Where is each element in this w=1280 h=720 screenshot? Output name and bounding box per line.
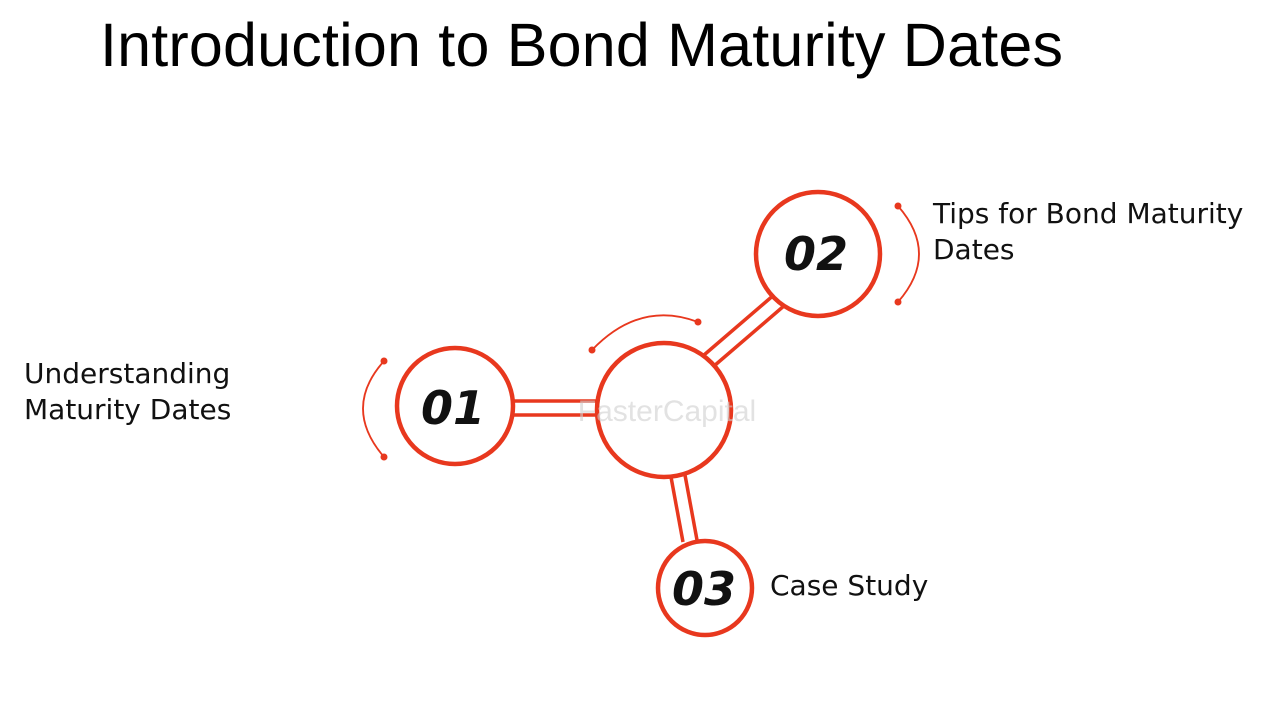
node-01-label-line-1: Understanding: [24, 357, 231, 390]
node-02-number: 02: [784, 227, 848, 281]
node-03-label: Case Study: [770, 568, 928, 604]
node-02-label-line-1: Tips for Bond Maturity: [933, 197, 1244, 230]
page-title: Introduction to Bond Maturity Dates: [100, 11, 1064, 79]
node-01-number: 01: [421, 381, 485, 435]
hub-circle: [594, 340, 734, 480]
node-03: 03: [655, 538, 755, 638]
connector-hub-03: [669, 474, 699, 543]
node-03-label-line-1: Case Study: [770, 569, 929, 602]
node-02-label-line-2: Dates: [933, 233, 1015, 266]
node-01-label: Understanding Maturity Dates: [24, 356, 231, 428]
arc-hub: [588, 314, 702, 354]
watermark-text: FasterCapital: [578, 395, 756, 428]
node-01: 01: [394, 345, 516, 467]
node-01-label-line-2: Maturity Dates: [24, 393, 232, 426]
connector-01-hub: [512, 399, 598, 417]
arc-01: [362, 357, 388, 461]
arc-02: [894, 202, 920, 306]
node-03-number: 03: [672, 562, 736, 616]
node-02: 02: [753, 189, 883, 319]
node-02-label: Tips for Bond Maturity Dates: [933, 196, 1243, 268]
connector-hub-02: [702, 292, 787, 368]
